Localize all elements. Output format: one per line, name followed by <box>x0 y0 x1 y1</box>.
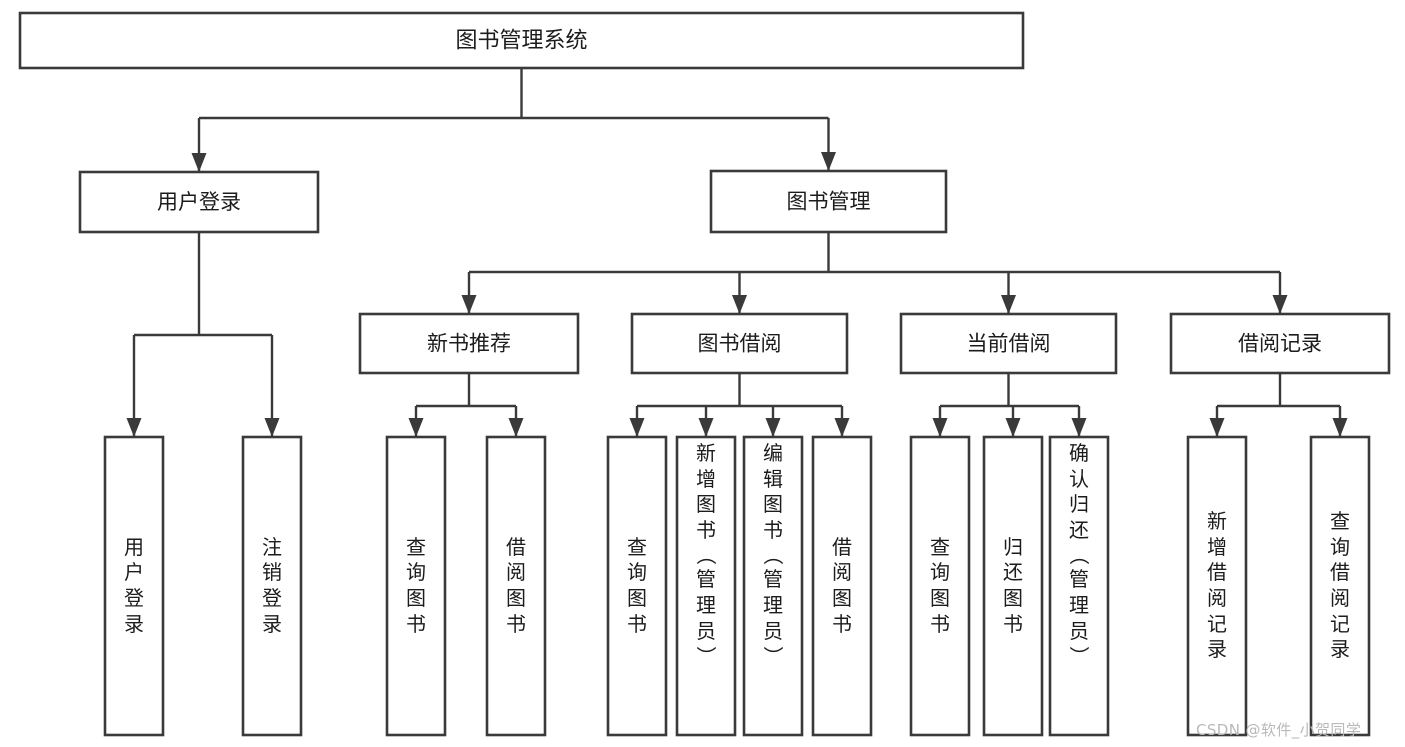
node-leaf-1-注销登录-rect[interactable] <box>241 435 303 737</box>
arrow-to-新增借阅记录 <box>1209 418 1225 437</box>
arrow-to-图书借阅 <box>732 295 747 314</box>
node-l3-新书推荐-label: 新书推荐 <box>427 332 511 356</box>
node-leaf-12-查询借阅记录[interactable] <box>1309 435 1371 737</box>
node-l3-当前借阅-label: 当前借阅 <box>967 332 1051 356</box>
node-leaf-0-用户登录[interactable] <box>103 435 165 737</box>
node-l3-图书借阅-label: 图书借阅 <box>698 332 782 356</box>
node-leaf-0-用户登录-rect[interactable] <box>103 435 165 737</box>
node-l3-新书推荐[interactable] <box>358 312 580 375</box>
connector-layer <box>126 68 1348 437</box>
arrow-to-查询借阅记录 <box>1332 418 1348 437</box>
node-root-图书管理系统-rect[interactable] <box>18 11 1025 70</box>
arrow-to-借阅记录 <box>1272 295 1288 314</box>
node-leaf-9-归还图书[interactable] <box>982 435 1044 737</box>
arrow-to-当前借阅 <box>1001 295 1016 314</box>
node-leaf-4-查询图书-rect[interactable] <box>606 435 668 737</box>
arrow-to-用户登录 <box>126 418 142 437</box>
node-l3-借阅记录[interactable] <box>1169 312 1391 375</box>
node-leaf-11-新增借阅记录[interactable] <box>1186 435 1248 737</box>
node-leaf-2-查询图书[interactable] <box>385 435 447 737</box>
node-l3-当前借阅-rect[interactable] <box>899 312 1118 375</box>
node-leaf-5-新增图书管理员-rect[interactable] <box>675 435 737 737</box>
node-leaf-4-查询图书[interactable] <box>606 435 668 737</box>
node-leaf-9-归还图书-rect[interactable] <box>982 435 1044 737</box>
arrow-to-用户登录 <box>191 153 207 172</box>
node-leaf-1-注销登录[interactable] <box>241 435 303 737</box>
watermark-credit: CSDN @软件_小贺同学 <box>1196 721 1362 739</box>
node-l3-借阅记录-rect[interactable] <box>1169 312 1391 375</box>
arrow-to-编辑图书管理员 <box>765 418 781 437</box>
node-leaf-6-编辑图书管理员-rect[interactable] <box>742 435 804 737</box>
node-leaf-8-查询图书[interactable] <box>909 435 971 737</box>
arrow-to-归还图书 <box>1005 418 1021 437</box>
node-l2-用户登录[interactable] <box>78 170 320 234</box>
node-l2-图书管理-label: 图书管理 <box>787 190 871 214</box>
node-l2-用户登录-label: 用户登录 <box>157 190 241 214</box>
node-leaf-2-查询图书-rect[interactable] <box>385 435 447 737</box>
node-l3-新书推荐-rect[interactable] <box>358 312 580 375</box>
arrow-to-查询图书 <box>932 418 948 437</box>
arrow-to-查询图书 <box>408 418 424 437</box>
node-leaf-7-借阅图书-rect[interactable] <box>811 435 873 737</box>
node-l3-借阅记录-label: 借阅记录 <box>1238 332 1322 356</box>
node-box-layer <box>18 11 1391 737</box>
arrow-to-注销登录 <box>264 418 280 437</box>
node-l2-用户登录-rect[interactable] <box>78 170 320 234</box>
node-leaf-3-借阅图书[interactable] <box>485 435 547 737</box>
arrow-to-查询图书 <box>629 418 645 437</box>
arrow-to-新书推荐 <box>461 295 477 314</box>
node-l3-图书借阅[interactable] <box>630 312 849 375</box>
node-leaf-3-借阅图书-rect[interactable] <box>485 435 547 737</box>
node-leaf-12-查询借阅记录-rect[interactable] <box>1309 435 1371 737</box>
node-leaf-8-查询图书-rect[interactable] <box>909 435 971 737</box>
node-leaf-10-确认归还管理员[interactable] <box>1048 435 1110 737</box>
arrow-to-新增图书管理员 <box>698 418 714 437</box>
node-l3-当前借阅[interactable] <box>899 312 1118 375</box>
node-root-图书管理系统[interactable] <box>18 11 1025 70</box>
node-root-图书管理系统-label: 图书管理系统 <box>455 29 587 54</box>
node-leaf-7-借阅图书[interactable] <box>811 435 873 737</box>
node-leaf-11-新增借阅记录-rect[interactable] <box>1186 435 1248 737</box>
node-leaf-6-编辑图书管理员[interactable] <box>742 435 804 737</box>
node-leaf-5-新增图书管理员[interactable] <box>675 435 737 737</box>
arrow-to-图书管理 <box>821 152 836 171</box>
node-l2-图书管理[interactable] <box>709 169 948 234</box>
arrow-to-借阅图书 <box>508 418 524 437</box>
arrow-to-确认归还管理员 <box>1071 418 1087 437</box>
arrow-to-借阅图书 <box>834 418 850 437</box>
node-l3-图书借阅-rect[interactable] <box>630 312 849 375</box>
node-leaf-10-确认归还管理员-rect[interactable] <box>1048 435 1110 737</box>
node-l2-图书管理-rect[interactable] <box>709 169 948 234</box>
